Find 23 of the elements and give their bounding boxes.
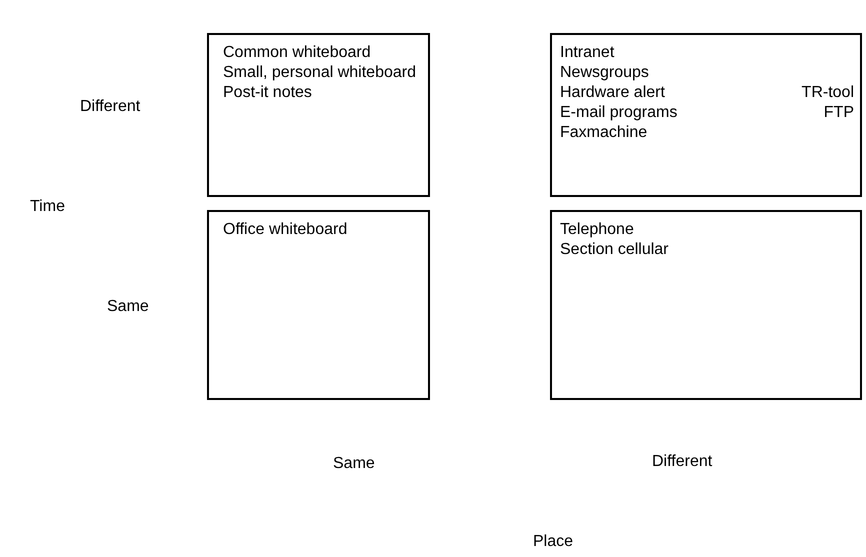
- tool-name: Faxmachine: [560, 123, 648, 143]
- row-label: Different: [80, 98, 140, 116]
- tool-name: Hardware alert: [560, 83, 665, 103]
- axis-label: Place: [533, 533, 574, 551]
- tool-name: FTP: [824, 103, 854, 123]
- tool-name: Common whiteboard: [223, 43, 371, 63]
- quadrant-box: [207, 210, 430, 400]
- tool-name: TR-tool: [802, 83, 854, 103]
- column-label: Same: [333, 455, 375, 473]
- tool-name: Office whiteboard: [223, 220, 348, 240]
- tool-name: Post-it notes: [223, 83, 312, 103]
- axis-label: Time: [30, 198, 65, 216]
- quadrant-box: [550, 33, 862, 197]
- tool-name: Newsgroups: [560, 63, 649, 83]
- quadrant-box: [550, 210, 862, 400]
- tool-name: Section cellular: [560, 240, 668, 260]
- tool-name: Small, personal whiteboard: [223, 63, 416, 83]
- row-label: Same: [107, 298, 149, 316]
- tool-name: Intranet: [560, 43, 614, 63]
- column-label: Different: [652, 453, 712, 471]
- tool-name: Telephone: [560, 220, 634, 240]
- quadrant-box: [207, 33, 430, 197]
- tool-name: E-mail programs: [560, 103, 678, 123]
